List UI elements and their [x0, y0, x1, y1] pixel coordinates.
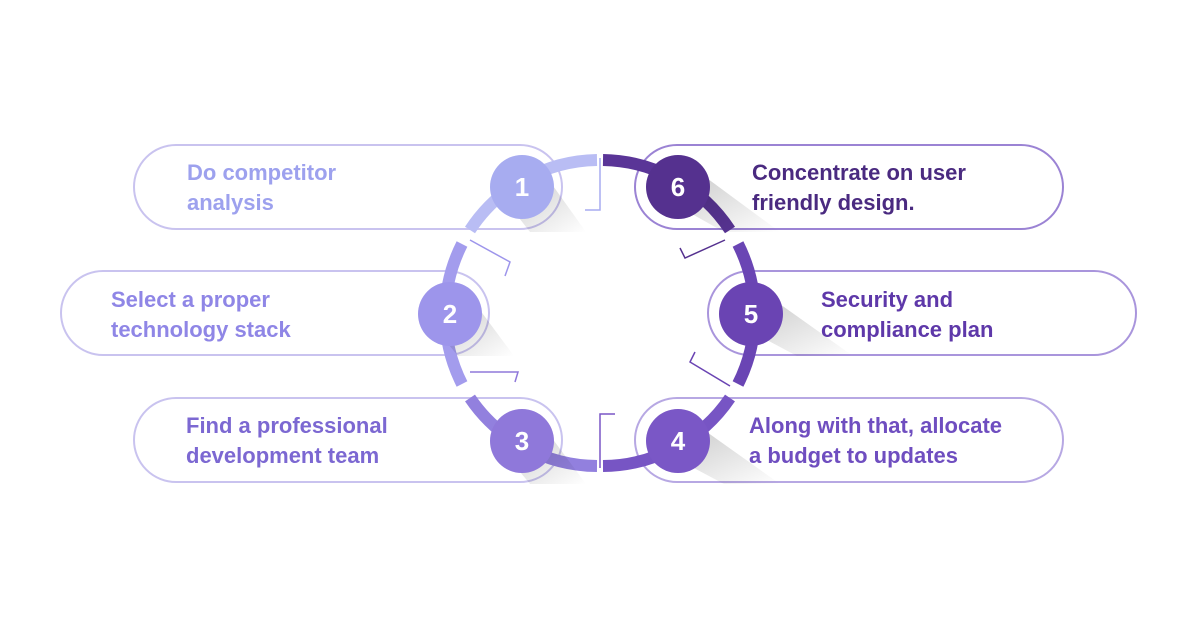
- step-6-label: Concentrate on user friendly design.: [752, 160, 966, 215]
- step-2-label: Select a proper technology stack: [111, 287, 291, 342]
- arrow-5: [689, 351, 731, 387]
- step-5-badge: 5: [719, 282, 783, 346]
- step-6-badge: 6: [646, 155, 710, 219]
- step-1-label: Do competitor analysis: [187, 160, 337, 215]
- arrow-6: [679, 239, 726, 259]
- step-4-badge: 4: [646, 409, 710, 473]
- step-3-badge: 3: [490, 409, 554, 473]
- step-4-label: Along with that, allocate a budget to up…: [749, 413, 1003, 468]
- arrow-1: [585, 158, 601, 211]
- step-2-badge: 2: [418, 282, 482, 346]
- step-5-label: Security and compliance plan: [821, 287, 994, 342]
- step-1-badge: 1: [490, 155, 554, 219]
- step-3-label: Find a professional development team: [186, 413, 388, 468]
- arrow-2: [469, 239, 511, 277]
- arrow-3: [470, 371, 520, 383]
- arrow-4: [599, 413, 615, 468]
